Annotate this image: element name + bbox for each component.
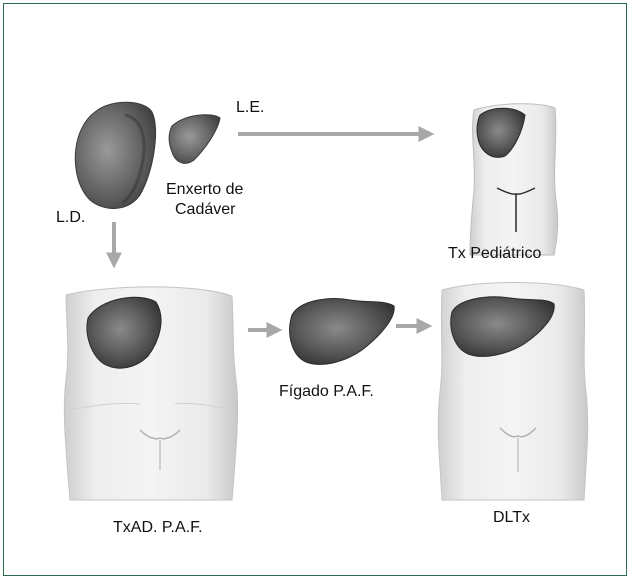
right-lobe-graft xyxy=(75,102,155,208)
left-lobe-graft xyxy=(169,115,220,164)
pediatric-torso xyxy=(470,104,558,255)
label-tx-pediatrico: Tx Pediátrico xyxy=(448,244,541,263)
label-enxerto-line2: Cadáver xyxy=(175,200,235,219)
paf-liver xyxy=(290,299,394,365)
label-ld: L.D. xyxy=(56,208,85,227)
adult-torso-txad xyxy=(64,287,237,500)
label-dltx: DLTx xyxy=(493,508,530,527)
label-figado-paf: Fígado P.A.F. xyxy=(279,382,374,401)
label-le: L.E. xyxy=(236,98,264,117)
adult-torso-dltx xyxy=(438,283,587,501)
label-txad-paf: TxAD. P.A.F. xyxy=(113,518,203,537)
label-enxerto-line1: Enxerto de xyxy=(166,180,243,199)
